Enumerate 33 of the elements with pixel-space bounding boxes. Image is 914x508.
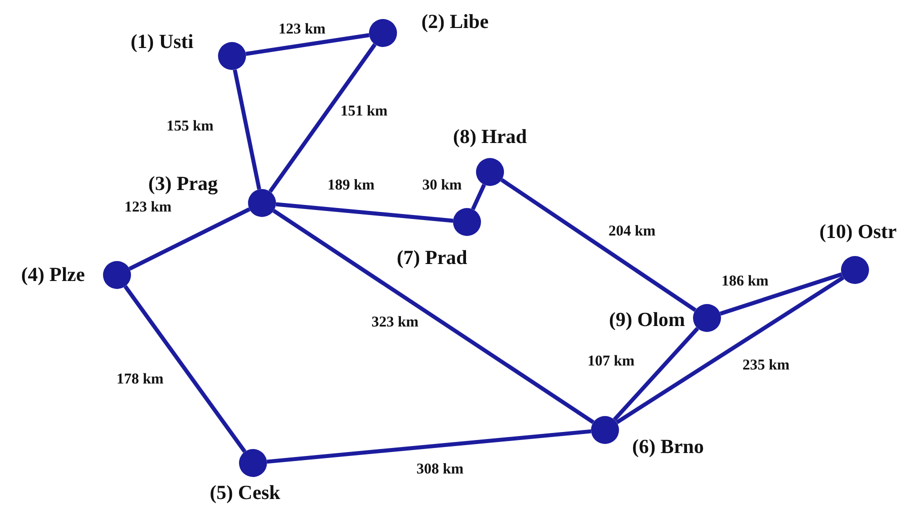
city-label: (4) Plze [21, 265, 85, 285]
connector-line [268, 43, 377, 193]
city-label: (6) Brno [632, 437, 704, 457]
city-label: (1) Usti [130, 32, 194, 52]
city-label: (10) Ostr [819, 222, 897, 242]
connector-line [128, 207, 250, 271]
connector-line [471, 184, 486, 210]
city-node [841, 256, 869, 284]
city-node [591, 416, 619, 444]
city-node [248, 189, 276, 217]
city-label: (2) Libe [421, 12, 489, 32]
connector-line [124, 285, 246, 453]
connector-line [616, 276, 844, 424]
connector-line [232, 69, 262, 190]
city-node [453, 208, 481, 236]
connector-line [276, 202, 454, 223]
connector-line [612, 327, 700, 421]
connector-line [272, 209, 594, 424]
city-node [693, 304, 721, 332]
city-label: (3) Prag [148, 174, 218, 194]
connector-line [266, 429, 592, 464]
city-label: (5) Cesk [210, 483, 280, 503]
connector-line [246, 33, 370, 56]
city-node [218, 42, 246, 70]
city-node [369, 19, 397, 47]
city-label: (9) Olom [608, 310, 686, 330]
city-label: (8) Hrad [453, 127, 527, 147]
city-node [476, 158, 504, 186]
connector-line [500, 178, 696, 312]
city-node [239, 449, 267, 477]
connector-line [720, 272, 842, 316]
city-node [103, 261, 131, 289]
city-label: (7) Prad [396, 248, 468, 268]
